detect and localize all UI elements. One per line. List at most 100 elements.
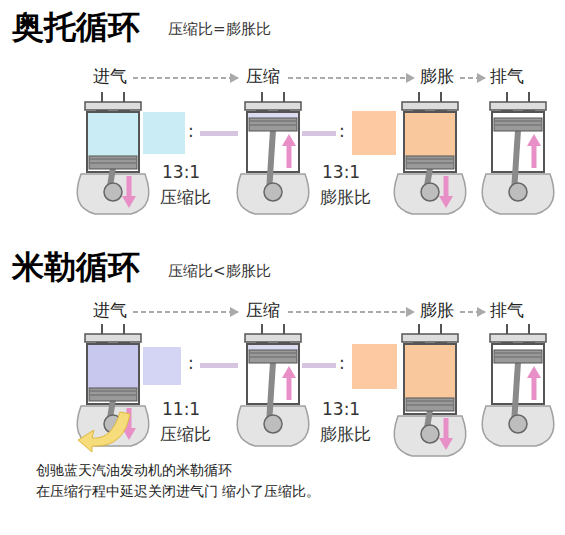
piston-ring [250, 125, 296, 126]
cylinder-wall [404, 112, 456, 172]
engine-cylinder [237, 92, 309, 214]
piston-ring [90, 391, 136, 392]
piston [494, 118, 542, 131]
diagram-label: : [188, 121, 194, 141]
diagram-label: 压缩 [246, 66, 280, 86]
volume-bar [200, 363, 238, 368]
diagram-label: : [339, 353, 345, 373]
volume-bar [302, 131, 336, 136]
piston [249, 350, 297, 363]
cylinder-head [245, 334, 301, 342]
piston-ring [495, 125, 541, 126]
volume-bar [200, 131, 238, 136]
stage-arrow [460, 77, 485, 79]
volume-square [143, 112, 185, 154]
chamber-gas [248, 113, 298, 118]
volume-square [352, 344, 397, 389]
diagram-label: 膨胀比 [320, 187, 371, 207]
note-text: 创驰蓝天汽油发动机的米勒循环 在压缩行程中延迟关闭进气门 缩小了压缩比。 [36, 460, 336, 502]
volume-square [143, 347, 181, 385]
diagram-label: 压缩比=膨胀比 [168, 20, 271, 38]
diagram-label: 压缩比<膨胀比 [168, 262, 271, 280]
section-title: 米勒循环 [12, 248, 140, 286]
engine-cylinder [77, 92, 149, 214]
piston [89, 388, 137, 401]
motion-arrow [532, 372, 537, 400]
piston-ring [250, 353, 296, 354]
volume-square [352, 111, 396, 155]
crankshaft [509, 415, 527, 433]
diagram-label: 压缩 [246, 300, 280, 320]
piston-ring [495, 121, 541, 122]
crankcase [482, 174, 554, 214]
crankcase [482, 406, 554, 446]
motion-arrow [287, 372, 292, 400]
crankcase [237, 174, 309, 214]
crankcase [237, 406, 309, 446]
motion-arrow [287, 140, 292, 168]
piston [406, 398, 454, 411]
motion-arrow [444, 176, 449, 202]
piston-ring [495, 357, 541, 358]
piston-ring [407, 159, 453, 160]
piston-ring [407, 405, 453, 406]
crankshaft [421, 183, 439, 201]
piston-ring [407, 163, 453, 164]
engine-cylinder [482, 324, 554, 446]
diagram-label: 压缩比 [160, 424, 211, 444]
cylinder-wall [87, 112, 139, 172]
crankshaft [509, 183, 527, 201]
engine-cylinder [237, 324, 309, 446]
cylinder-head [490, 102, 546, 110]
engine-cylinder [394, 324, 466, 456]
engine-cylinder [394, 92, 466, 214]
chamber-gas [405, 113, 455, 156]
diagram-label: 膨胀 [420, 66, 454, 86]
chamber-gas [405, 345, 455, 398]
piston-ring [250, 121, 296, 122]
piston [406, 156, 454, 169]
piston [494, 350, 542, 363]
crankshaft [264, 415, 282, 433]
stage-arrow [133, 77, 238, 79]
diagram-label: 13:1 [322, 162, 360, 182]
motion-arrow [444, 418, 449, 444]
cylinder-head [85, 102, 141, 110]
diagram-label: 11:1 [162, 399, 200, 419]
chamber-gas [493, 345, 543, 350]
section-title: 奥托循环 [12, 8, 140, 46]
diagram-label: 13:1 [162, 162, 200, 182]
cylinder-wall [87, 344, 139, 404]
diagram-label: 排气 [490, 66, 524, 86]
cylinder-head [402, 334, 458, 342]
cylinder-head [402, 102, 458, 110]
piston-ring [407, 401, 453, 402]
piston-ring [90, 159, 136, 160]
crankshaft [104, 183, 122, 201]
piston-ring [90, 163, 136, 164]
diagram-label: 进气 [93, 66, 127, 86]
stage-arrow [288, 311, 414, 313]
delay-arrow [78, 412, 130, 452]
chamber-gas [88, 113, 138, 156]
stage-arrow [288, 77, 414, 79]
diagram-label: 进气 [93, 300, 127, 320]
diagram-label: 膨胀 [420, 300, 454, 320]
cylinder-head [245, 102, 301, 110]
volume-bar [302, 363, 336, 368]
chamber-gas [88, 345, 138, 388]
diagram-label: 13:1 [322, 399, 360, 419]
motion-arrow [532, 140, 537, 168]
motion-arrow [127, 176, 132, 202]
diagram-label: 膨胀比 [320, 424, 371, 444]
chamber-gas [493, 113, 543, 118]
diagram-label: : [339, 121, 345, 141]
cylinder-wall [404, 344, 456, 414]
piston-ring [495, 353, 541, 354]
piston-ring [250, 357, 296, 358]
diagram-label: : [188, 353, 194, 373]
crankshaft [264, 183, 282, 201]
cylinder-head [490, 334, 546, 342]
stage-arrow [460, 311, 485, 313]
